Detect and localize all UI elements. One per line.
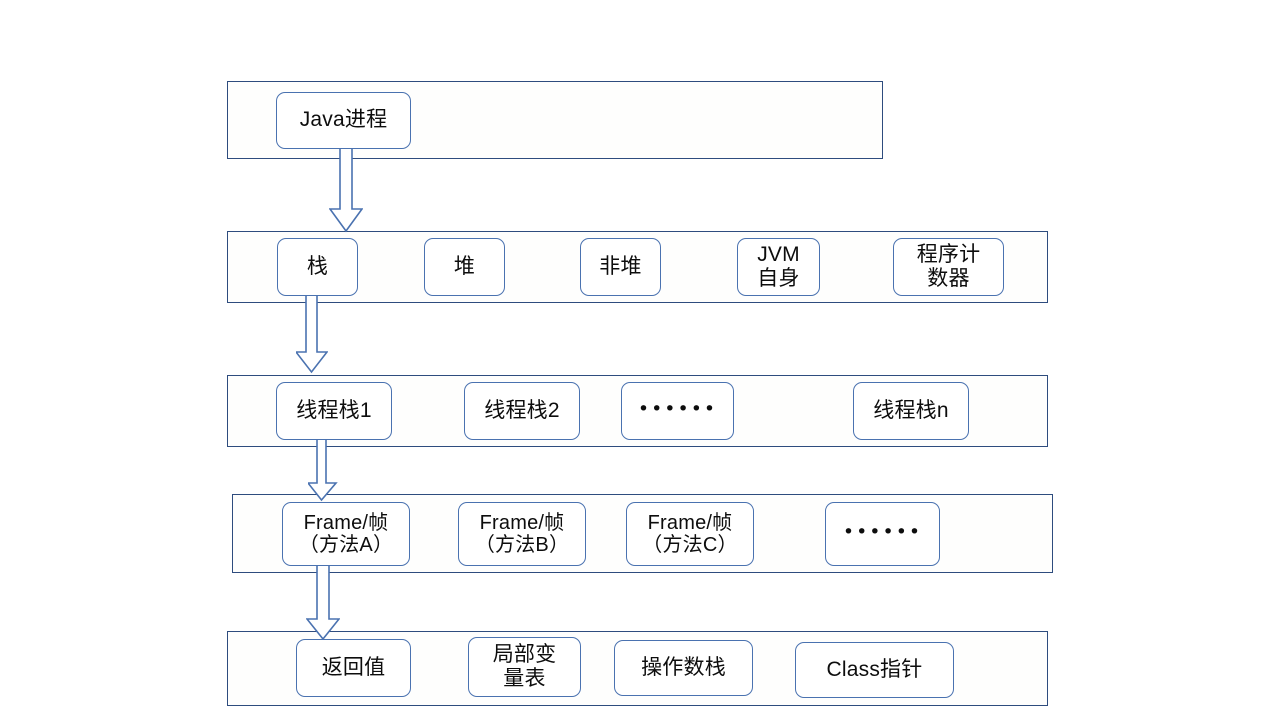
arrow-process-to-memory bbox=[329, 145, 363, 233]
node-frame-ellipsis[interactable]: •••••• bbox=[825, 502, 940, 566]
node-class-pointer[interactable]: Class指针 bbox=[795, 642, 954, 698]
ellipsis-icon: •••••• bbox=[637, 397, 718, 420]
arrow-threadstack-to-frames bbox=[308, 438, 338, 502]
node-heap[interactable]: 堆 bbox=[424, 238, 505, 296]
node-thread-stack-1[interactable]: 线程栈1 bbox=[276, 382, 392, 440]
node-frame-a[interactable]: Frame/帧 （方法A） bbox=[282, 502, 410, 566]
node-program-counter[interactable]: 程序计 数器 bbox=[893, 238, 1004, 296]
node-local-variable-table[interactable]: 局部变 量表 bbox=[468, 637, 581, 697]
node-jvm-self[interactable]: JVM 自身 bbox=[737, 238, 820, 296]
arrow-stack-to-threadstacks bbox=[296, 294, 328, 374]
ellipsis-icon: •••••• bbox=[842, 520, 923, 543]
node-operand-stack[interactable]: 操作数栈 bbox=[614, 640, 753, 696]
node-stack[interactable]: 栈 bbox=[277, 238, 358, 296]
node-thread-stack-ellipsis[interactable]: •••••• bbox=[621, 382, 734, 440]
node-thread-stack-n[interactable]: 线程栈n bbox=[853, 382, 969, 440]
node-frame-c[interactable]: Frame/帧 （方法C） bbox=[626, 502, 754, 566]
arrow-frame-to-contents bbox=[306, 565, 340, 641]
node-thread-stack-2[interactable]: 线程栈2 bbox=[464, 382, 580, 440]
node-return-value[interactable]: 返回值 bbox=[296, 639, 411, 697]
node-java-process[interactable]: Java进程 bbox=[276, 92, 411, 149]
node-frame-b[interactable]: Frame/帧 （方法B） bbox=[458, 502, 586, 566]
node-non-heap[interactable]: 非堆 bbox=[580, 238, 661, 296]
